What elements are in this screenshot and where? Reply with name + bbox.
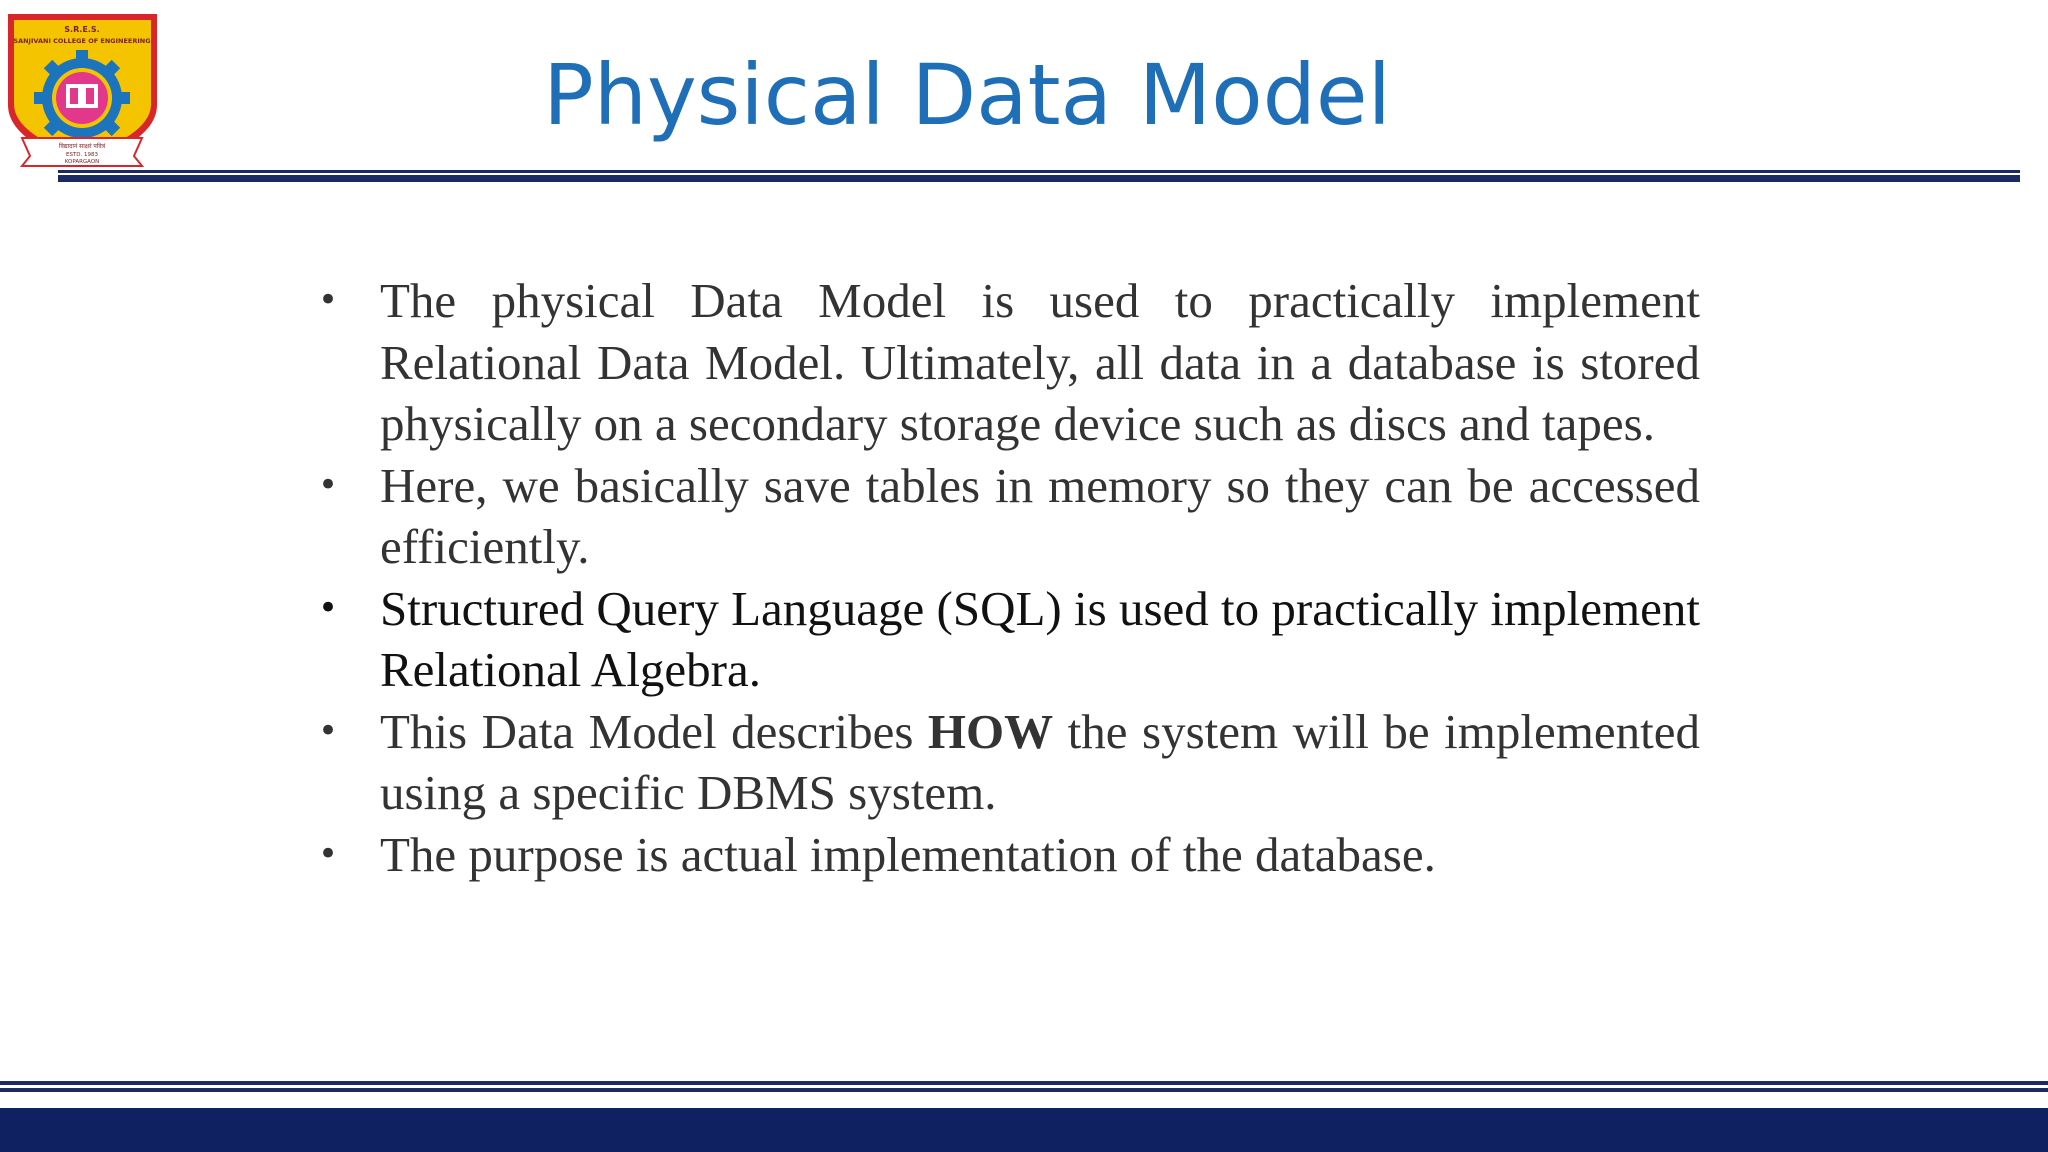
bullet-list: • The physical Data Model is used to pra… [318, 270, 1700, 885]
bullet-item-2: • Here, we basically save tables in memo… [318, 455, 1700, 578]
bullet-text-bold: HOW [927, 703, 1054, 759]
slide-title: Physical Data Model [543, 46, 1391, 144]
bullet-item-3: • Structured Query Language (SQL) is use… [318, 578, 1700, 701]
svg-text:ESTD. 1983: ESTD. 1983 [66, 152, 99, 158]
footer-band [0, 1108, 2048, 1152]
bullet-icon: • [318, 280, 339, 320]
footer-divider-mid [0, 1088, 2048, 1092]
title-divider-thick [58, 175, 2020, 182]
bullet-icon: • [318, 587, 339, 628]
college-logo: S.R.E.S. SANJIVANI COLLEGE OF ENGINEERIN… [0, 10, 165, 170]
svg-text:विद्यादानं साक्षरं पवित्रं: विद्यादानं साक्षरं पवित्रं [59, 142, 106, 150]
bullet-item-4: • This Data Model describes HOW the syst… [318, 701, 1700, 824]
bullet-text: Structured Query Language (SQL) is used … [380, 580, 1700, 698]
bullet-item-1: • The physical Data Model is used to pra… [318, 270, 1700, 455]
college-logo-emblem: S.R.E.S. SANJIVANI COLLEGE OF ENGINEERIN… [8, 14, 157, 167]
bullet-text-before: This Data Model describes [380, 703, 928, 759]
bullet-text: The purpose is actual implementation of … [380, 826, 1436, 882]
bullet-icon: • [318, 464, 339, 505]
svg-text:SANJIVANI COLLEGE OF ENGINEERI: SANJIVANI COLLEGE OF ENGINEERING [13, 37, 150, 45]
bullet-icon: • [318, 833, 339, 874]
bullet-text-after: the system will be implemented using a s… [380, 703, 1700, 821]
bullet-text: Here, we basically save tables in memory… [380, 457, 1700, 575]
svg-text:S.R.E.S.: S.R.E.S. [64, 25, 99, 34]
bullet-icon: • [318, 710, 339, 751]
footer-divider-thin [0, 1081, 2048, 1085]
bullet-text: The physical Data Model is used to pract… [380, 273, 1700, 451]
svg-text:KOPARGAON: KOPARGAON [65, 159, 100, 165]
bullet-item-5: • The purpose is actual implementation o… [318, 824, 1700, 886]
title-divider-thin [58, 170, 2020, 173]
